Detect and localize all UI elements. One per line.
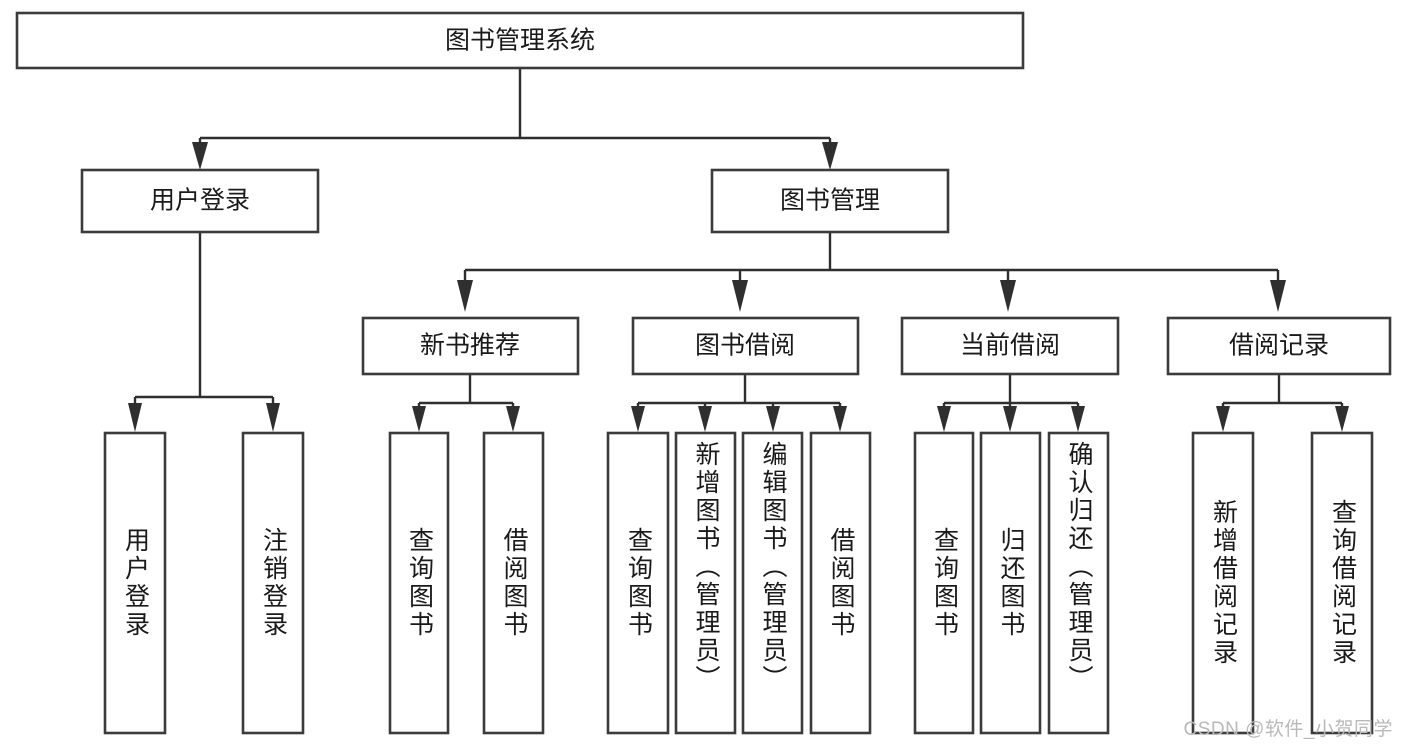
node-leaf-rec-borrow[interactable] (482, 431, 545, 735)
node-leaf-cur-return[interactable] (979, 431, 1042, 735)
node-book-borrow[interactable] (631, 316, 860, 376)
arrowhead-leaf-cur-confirm (1071, 406, 1085, 432)
node-leaf-borrow-edit[interactable] (741, 431, 804, 735)
node-root[interactable] (15, 11, 1025, 70)
node-leaf-borrow-add[interactable] (674, 431, 737, 735)
arrowhead-leaf-borrow-lend (833, 406, 847, 432)
node-book-manage[interactable] (710, 168, 950, 234)
node-leaf-user-login[interactable] (103, 431, 167, 735)
arrowhead-leaf-borrow-edit (766, 406, 780, 432)
arrowhead-leaf-borrow-query (631, 406, 645, 432)
node-user-login-label: 用户登录 (150, 187, 250, 215)
watermark-text: CSDN @软件_小贺同学 (1183, 719, 1393, 740)
arrowhead-leaf-borrow-add (698, 406, 712, 432)
arrowhead-leaf-rec-query (412, 406, 426, 432)
node-root-label: 图书管理系统 (445, 27, 595, 55)
node-leaf-rec-add[interactable] (1191, 431, 1255, 735)
node-book-manage-label: 图书管理 (780, 187, 880, 215)
node-current-borrow[interactable] (900, 316, 1120, 376)
arrowhead-leaf-rec-search (1335, 406, 1349, 432)
arrowhead-leaf-cur-return (1003, 406, 1017, 432)
node-new-book-rec[interactable] (361, 316, 580, 376)
arrowhead-current-borrow (1000, 280, 1016, 312)
arrowhead-leaf-user-logout (266, 403, 280, 432)
arrowhead-new-book-rec (457, 280, 473, 312)
node-current-borrow-label: 当前借阅 (960, 332, 1060, 360)
node-user-login[interactable] (80, 168, 320, 234)
node-leaf-borrow-query[interactable] (606, 431, 670, 735)
node-new-book-rec-label: 新书推荐 (420, 332, 520, 360)
node-leaf-cur-query[interactable] (913, 431, 975, 735)
node-leaf-rec-search[interactable] (1310, 431, 1374, 735)
node-borrow-record-label: 借阅记录 (1229, 332, 1329, 360)
node-book-borrow-label: 图书借阅 (695, 332, 795, 360)
arrowhead-leaf-cur-query (937, 406, 951, 432)
node-leaf-borrow-lend[interactable] (809, 431, 872, 735)
arrowhead-leaf-rec-add (1216, 406, 1230, 432)
nodes-layer: 图书管理系统 用户登录 图书管理 新书推荐 图书借阅 当前借阅 借阅记录 (15, 11, 1392, 735)
node-leaf-user-logout[interactable] (241, 431, 305, 735)
edges-layer (128, 68, 1349, 432)
node-leaf-cur-confirm[interactable] (1047, 431, 1110, 735)
node-borrow-record[interactable] (1166, 316, 1392, 376)
arrowhead-leaf-user-login (128, 403, 142, 432)
arrowhead-book-manage (822, 142, 838, 170)
arrowhead-borrow-record (1270, 280, 1286, 312)
arrowhead-leaf-rec-borrow (506, 406, 520, 432)
node-leaf-rec-query[interactable] (388, 431, 450, 735)
arrowhead-user-login (192, 142, 208, 170)
arrowhead-book-borrow (732, 280, 748, 312)
